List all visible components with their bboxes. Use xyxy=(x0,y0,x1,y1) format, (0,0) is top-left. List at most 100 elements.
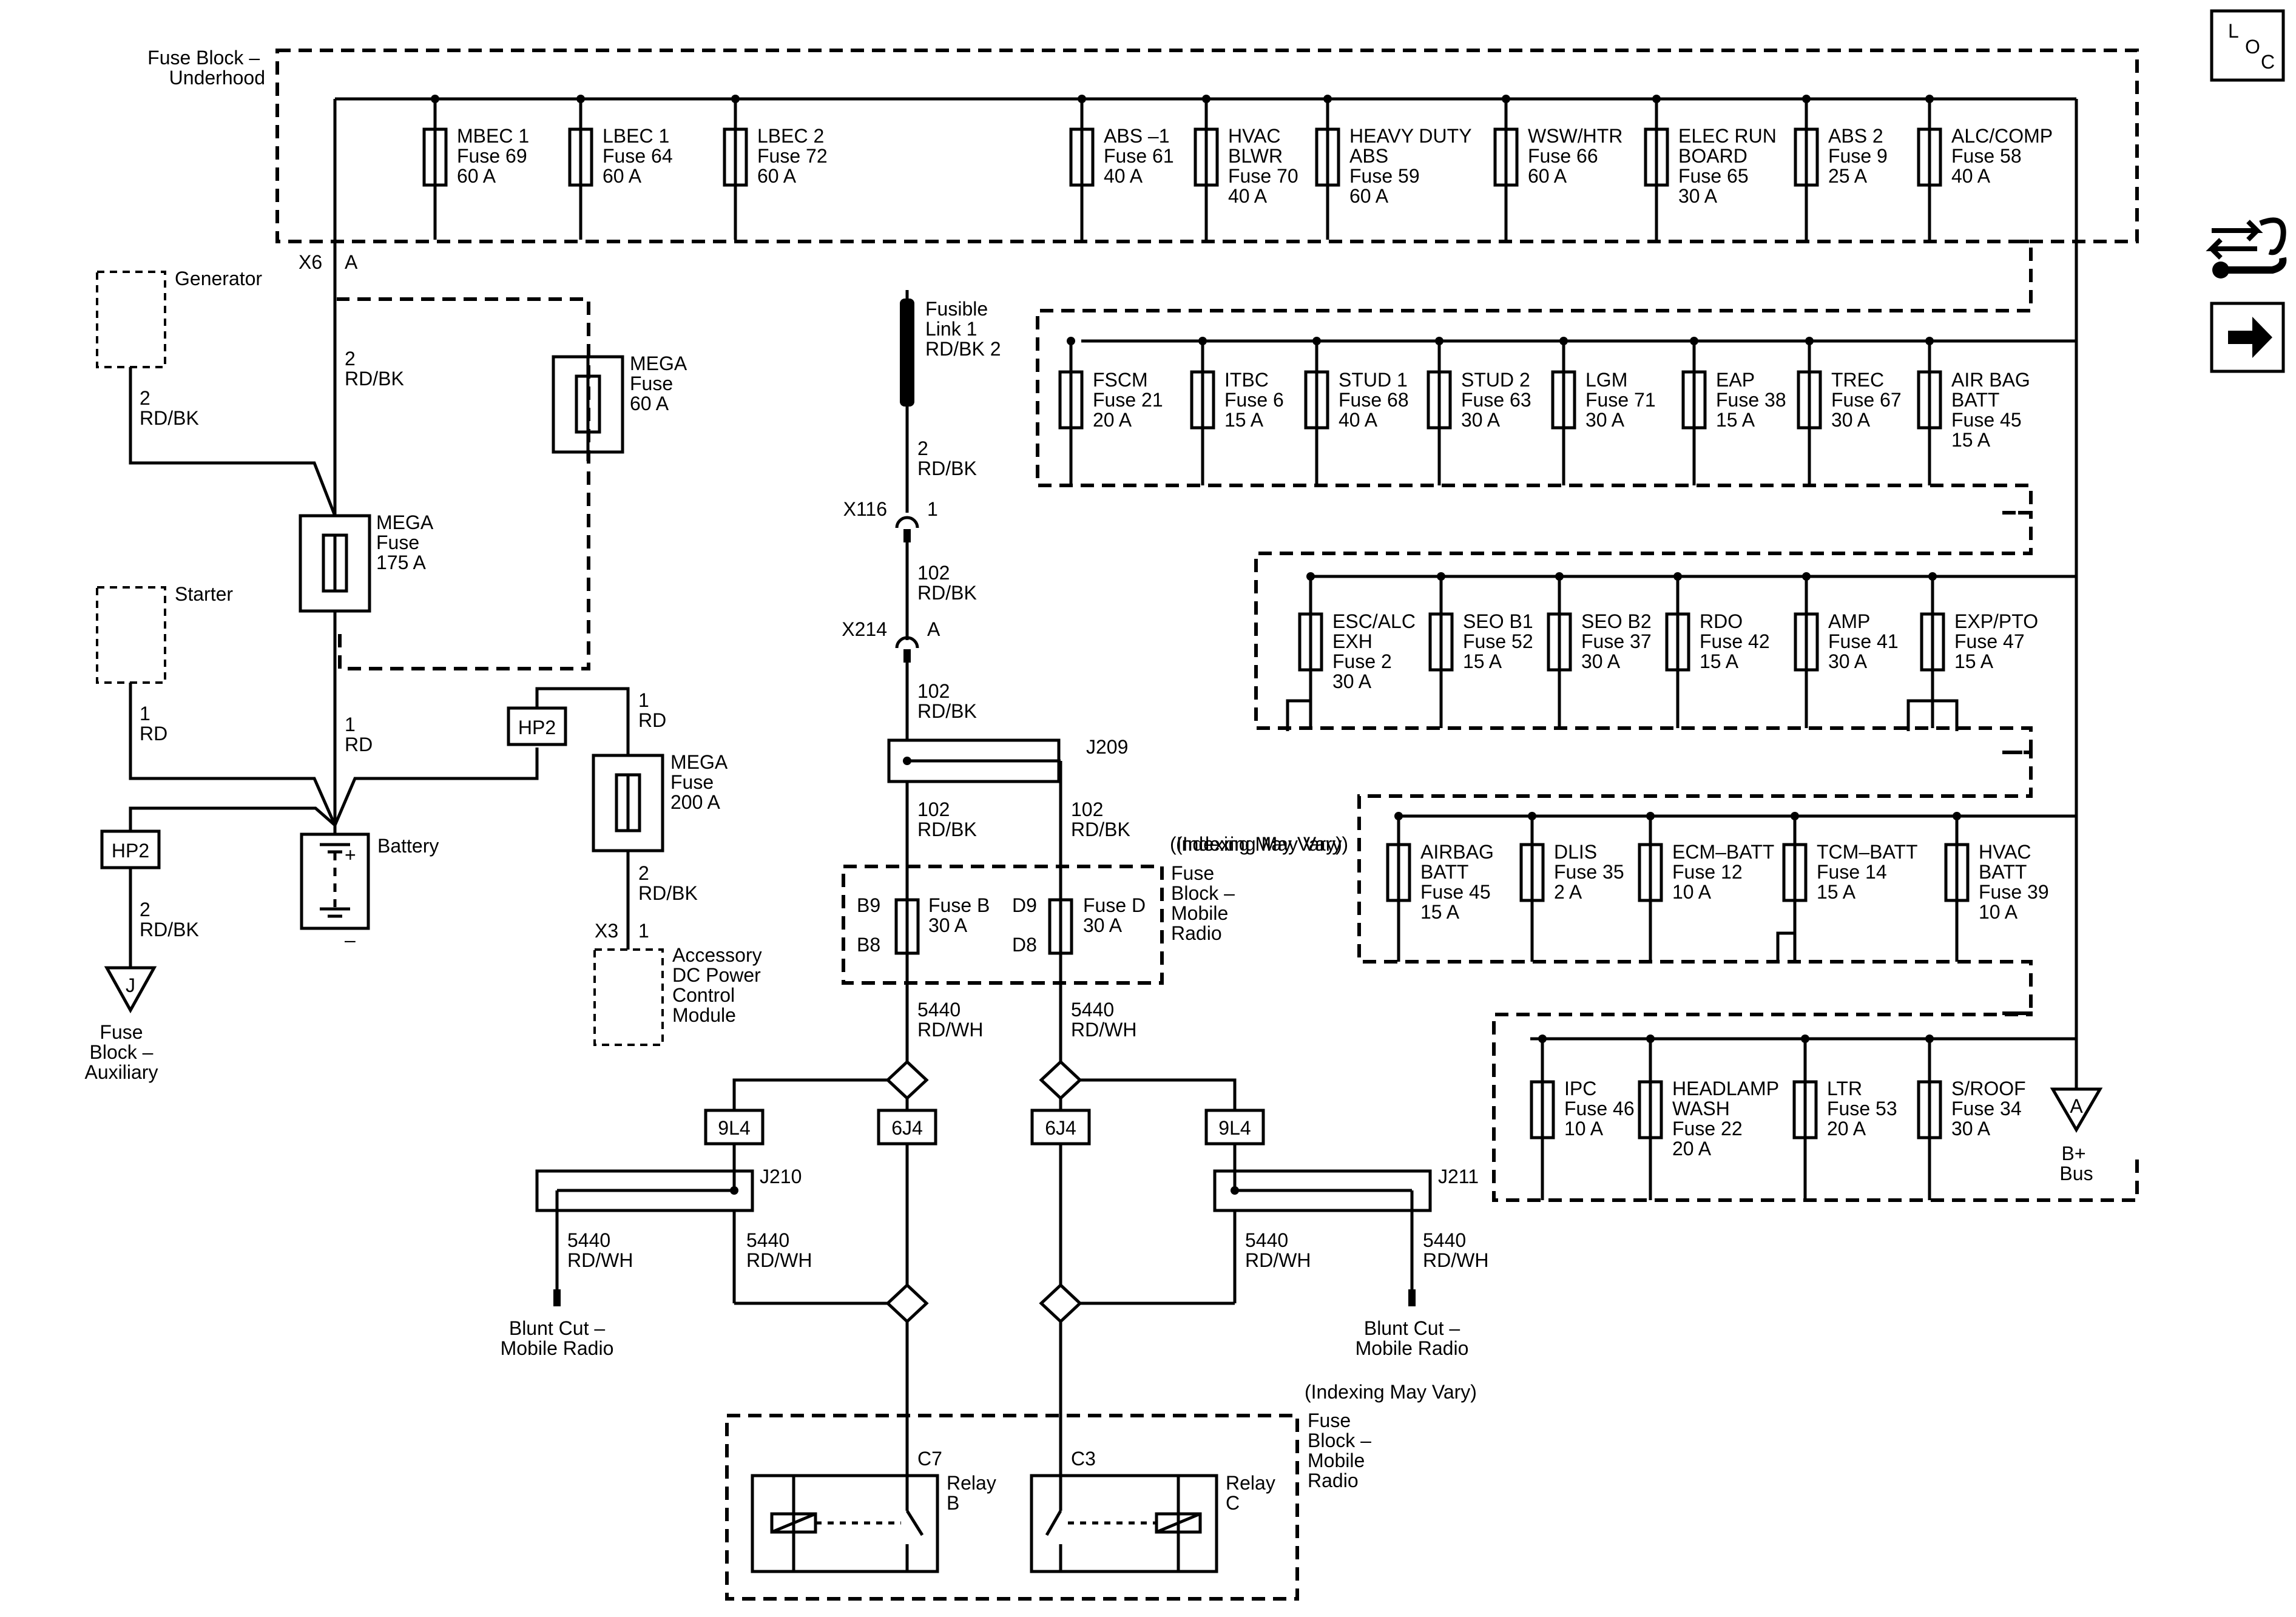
svg-text:X116: X116 xyxy=(843,498,887,520)
svg-text:C7: C7 xyxy=(917,1448,942,1470)
accessory-dc-power-module xyxy=(593,948,664,1046)
svg-text:9L4: 9L4 xyxy=(718,1117,750,1139)
svg-text:B8: B8 xyxy=(857,934,880,956)
svg-text:B9: B9 xyxy=(857,894,880,916)
battery-box xyxy=(300,832,370,930)
fuse-block-mobile-radio-relays xyxy=(725,1414,1299,1601)
svg-text:2RD/BK: 2RD/BK xyxy=(140,387,199,429)
svg-text:1: 1 xyxy=(638,920,649,942)
svg-text:Fuse B30 A: Fuse B30 A xyxy=(928,894,990,936)
fuse-block-mobile-radio xyxy=(842,865,1164,985)
wiring-tools-icon[interactable] xyxy=(2206,217,2287,279)
svg-text:J209: J209 xyxy=(1086,736,1128,758)
pin-a: A xyxy=(345,251,358,273)
svg-text:A: A xyxy=(927,618,940,640)
svg-text:–: – xyxy=(345,929,356,951)
svg-text:1RD: 1RD xyxy=(638,689,666,731)
svg-text:C: C xyxy=(2261,51,2275,73)
svg-text:1RD: 1RD xyxy=(345,714,373,755)
indexing-note-row4: (Indexing May Vary) xyxy=(1176,833,1348,855)
splice-j210 xyxy=(535,1169,754,1212)
svg-text:A: A xyxy=(2070,1095,2083,1117)
svg-text:J: J xyxy=(126,974,135,996)
svg-text:2RD/BK: 2RD/BK xyxy=(638,862,698,904)
svg-text:HP2: HP2 xyxy=(518,717,556,738)
svg-text:Blunt Cut –Mobile Radio: Blunt Cut –Mobile Radio xyxy=(501,1317,614,1359)
fuse-block-underhood-title: Fuse Block – Underhood xyxy=(147,47,265,89)
right-arrow-icon[interactable] xyxy=(2210,302,2285,373)
svg-text:2RD/BK: 2RD/BK xyxy=(140,899,199,940)
svg-text:6J4: 6J4 xyxy=(1045,1117,1076,1139)
svg-text:L: L xyxy=(2228,20,2239,42)
bplus-bus-terminal: A B+ Bus xyxy=(2050,1087,2103,1184)
svg-text:1RD: 1RD xyxy=(140,703,167,744)
svg-text:1: 1 xyxy=(927,498,938,520)
svg-text:D8: D8 xyxy=(1012,934,1037,956)
loc-icon[interactable]: L O C xyxy=(2210,9,2285,82)
svg-text:Blunt Cut –Mobile Radio: Blunt Cut –Mobile Radio xyxy=(1356,1317,1469,1359)
relay-c xyxy=(1030,1474,1218,1573)
svg-text:Fuse D30 A: Fuse D30 A xyxy=(1083,894,1146,936)
